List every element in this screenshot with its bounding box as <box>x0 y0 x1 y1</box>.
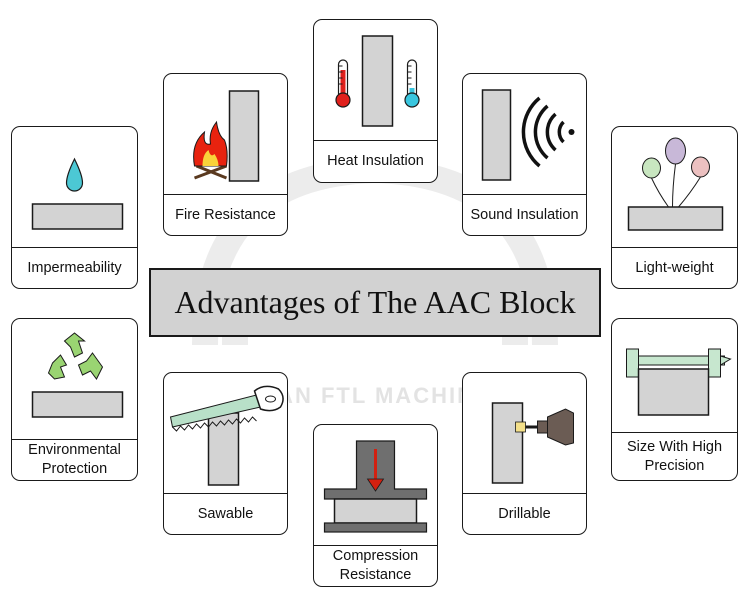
card-impermeability: Impermeability <box>11 126 138 289</box>
card-divider <box>463 194 586 195</box>
card-heat-insulation: Heat Insulation <box>313 19 438 183</box>
card-fire-resistance: Fire Resistance <box>163 73 288 236</box>
card-light-weight: Light-weight <box>611 126 738 289</box>
card-label: Heat Insulation <box>327 153 424 169</box>
card-drillable: Drillable <box>462 372 587 535</box>
card-divider <box>12 439 137 440</box>
water-drop-icon <box>31 157 124 230</box>
page-title: Advantages of The AAC Block <box>174 284 576 320</box>
title-banner: Advantages of The AAC Block <box>149 268 601 337</box>
card-label: Sawable <box>197 505 254 522</box>
fire-icon <box>193 90 260 182</box>
card-divider <box>612 247 737 248</box>
card-divider <box>12 247 137 248</box>
thermometer-icon <box>335 35 420 127</box>
sound-wave-icon <box>481 89 575 181</box>
card-divider <box>612 432 737 433</box>
saw-icon <box>169 385 284 486</box>
drill-icon <box>491 402 574 484</box>
press-arrow-icon <box>323 440 428 533</box>
card-label: Fire Resistance <box>175 206 276 223</box>
card-divider <box>314 140 437 141</box>
card-label: Light-weight <box>635 259 714 276</box>
card-divider <box>164 493 287 494</box>
balloons-icon <box>627 137 724 231</box>
card-label: Sound Insulation <box>470 206 579 223</box>
card-divider <box>164 194 287 195</box>
card-sawable: Sawable <box>163 372 288 535</box>
card-divider <box>314 545 437 546</box>
recycle-icon <box>31 332 124 418</box>
card-label: Drillable <box>498 505 551 522</box>
card-divider <box>463 493 586 494</box>
card-sound-insulation: Sound Insulation <box>462 73 587 236</box>
card-label: Impermeability <box>27 259 122 276</box>
caliper-icon <box>626 348 732 416</box>
